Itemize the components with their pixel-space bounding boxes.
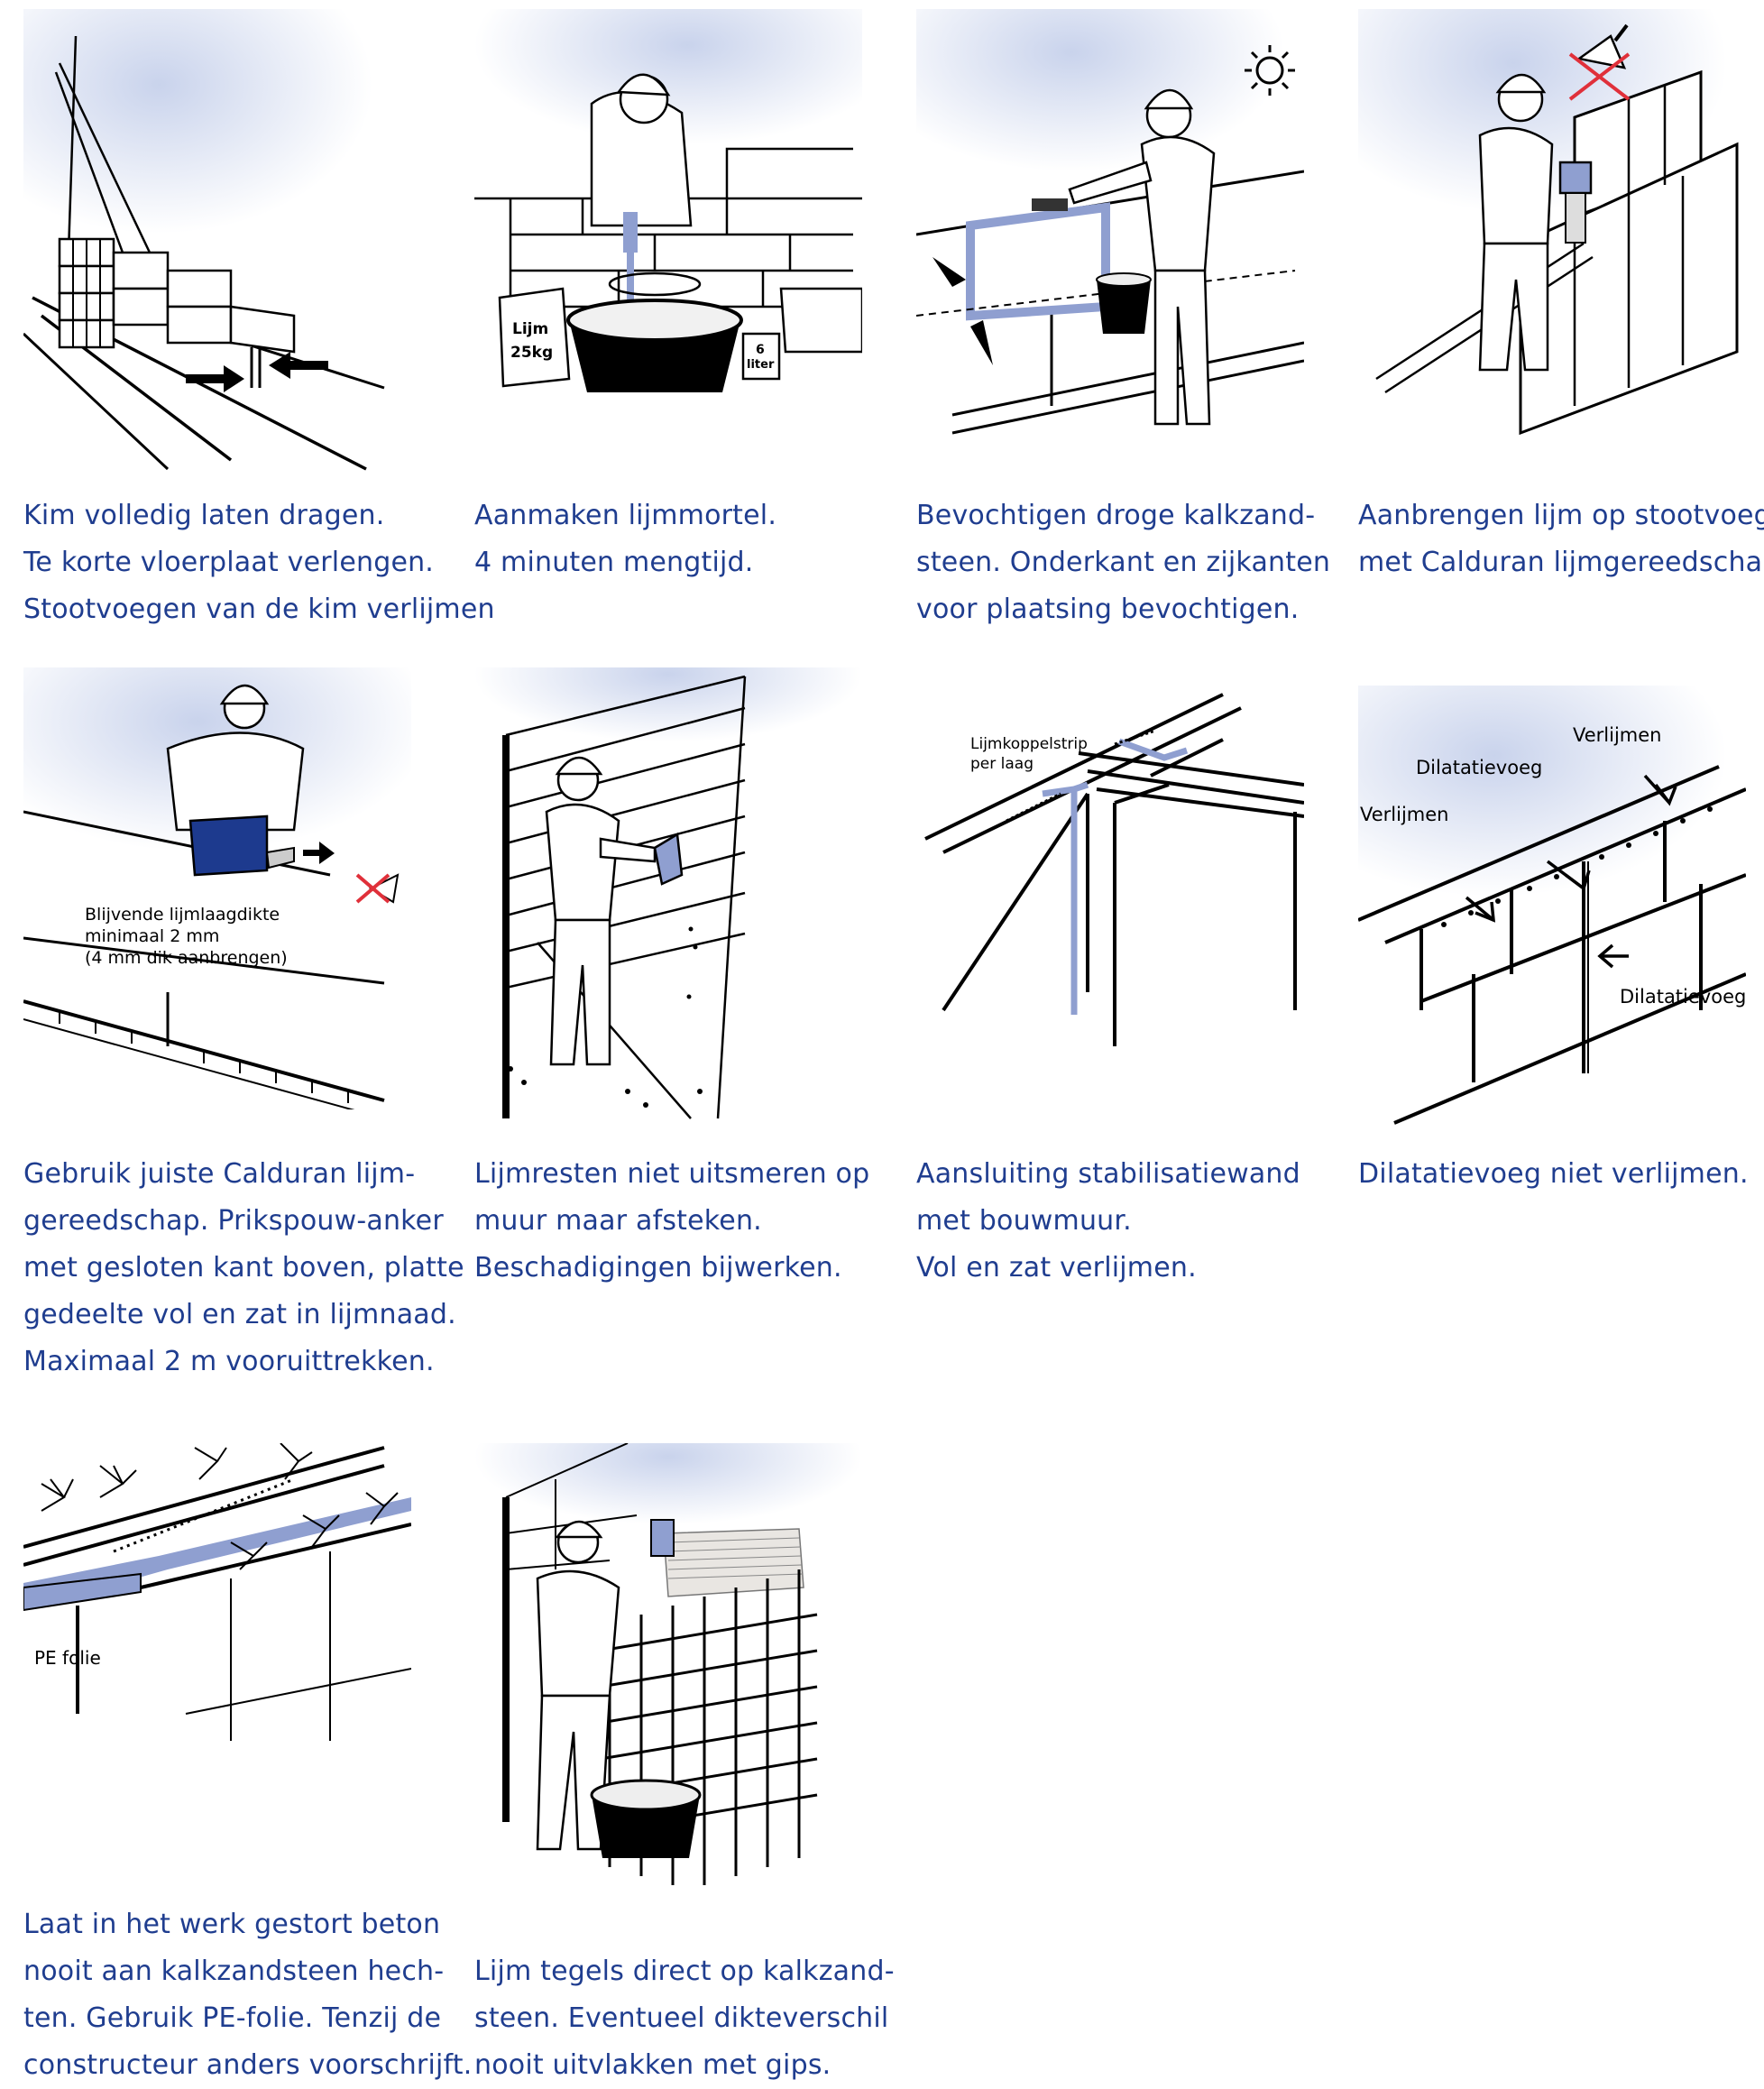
caption-line: nooit aan kalkzandsteen hech- — [23, 1956, 445, 1987]
sun-icon — [1245, 45, 1295, 96]
caption-tegels: Lijm tegels direct op kalkzand- steen. E… — [474, 1948, 895, 2089]
caption-lijmgereedschap: Gebruik juiste Calduran lijm- gereedscha… — [23, 1151, 464, 1385]
caption-bevochtigen: Bevochtigen droge kalkzand- steen. Onder… — [916, 492, 1330, 633]
caption-line: met gesloten kant boven, platte — [23, 1252, 464, 1284]
caption-line: Laat in het werk gestort beton — [23, 1909, 441, 1940]
caption-line: muur maar afsteken. — [474, 1205, 762, 1237]
caption-line: Bevochtigen droge kalkzand- — [916, 500, 1316, 531]
caption-line: Maximaal 2 m vooruittrekken. — [23, 1346, 435, 1377]
illustration-stootvoeg — [1358, 9, 1746, 451]
crossed-trowel-icon — [1568, 23, 1631, 101]
caption-lijmresten: Lijmresten niet uitsmeren op muur maar a… — [474, 1151, 869, 1292]
pe-folie-label: PE folie — [34, 1647, 101, 1669]
caption-dilatatie: Dilatatievoeg niet verlijmen. — [1358, 1151, 1749, 1198]
caption-line: voor plaatsing bevochtigen. — [916, 594, 1300, 625]
caption-line: met Calduran lijmgereedschap. — [1358, 547, 1764, 578]
caption-line: gedeelte vol en zat in lijmnaad. — [23, 1299, 456, 1330]
verlijmen-label-left: Verlijmen — [1360, 804, 1448, 825]
caption-line: steen. Onderkant en zijkanten — [916, 547, 1331, 578]
caption-lijmmortel: Aanmaken lijmmortel. 4 minuten mengtijd. — [474, 492, 776, 586]
caption-line: Te korte vloerplaat verlengen. — [23, 547, 435, 578]
caption-line: Dilatatievoeg niet verlijmen. — [1358, 1158, 1749, 1190]
bag-weight-label: 25kg — [510, 344, 553, 362]
verlijmen-label-top: Verlijmen — [1573, 724, 1661, 746]
caption-line: gereedschap. Prikspouw-anker — [23, 1205, 444, 1237]
caption-line: Aanmaken lijmmortel. — [474, 500, 777, 531]
caption-stootvoeg: Aanbrengen lijm op stootvoeg met Caldura… — [1358, 492, 1764, 586]
lijmkoppelstrip-label-2: per laag — [970, 755, 1034, 773]
illustration-lijmmortel: Lijm 25kg 6 liter — [474, 9, 862, 406]
lijmlaag-label-1: Blijvende lijmlaagdikte — [85, 905, 280, 925]
illustration-bevochtigen — [916, 9, 1304, 451]
caption-line: met bouwmuur. — [916, 1205, 1132, 1237]
caption-line: Aansluiting stabilisatiewand — [916, 1158, 1300, 1190]
can-number-label: 6 — [756, 343, 765, 357]
caption-line: nooit uitvlakken met gips. — [474, 2049, 831, 2081]
illustration-tegels — [474, 1443, 862, 1894]
illustration-aansluiting: Lijmkoppelstrip per laag — [916, 676, 1304, 1073]
caption-line: ten. Gebruik PE-folie. Tenzij de — [23, 2002, 442, 2034]
caption-line: Aanbrengen lijm op stootvoeg — [1358, 500, 1764, 531]
caption-beton: Laat in het werk gestort beton nooit aan… — [23, 1901, 472, 2089]
illustration-lijmgereedschap: Blijvende lijmlaagdikte minimaal 2 mm (4… — [23, 667, 411, 1109]
bag-label: Lijm — [512, 320, 548, 338]
illustration-dilatatie: Verlijmen Dilatatievoeg Verlijmen Dilata… — [1358, 686, 1746, 1127]
illustration-lijmresten — [474, 667, 862, 1127]
illustration-beton: PE folie — [23, 1443, 411, 1741]
caption-kim: Kim volledig laten dragen. Te korte vloe… — [23, 492, 495, 633]
caption-line: Stootvoegen van de kim verlijmen — [23, 594, 495, 625]
caption-line: Lijmresten niet uitsmeren op — [474, 1158, 870, 1190]
caption-line: constructeur anders voorschrijft. — [23, 2049, 473, 2081]
illustration-kim — [23, 9, 411, 478]
can-unit-label: liter — [747, 358, 775, 372]
caption-aansluiting: Aansluiting stabilisatiewand met bouwmuu… — [916, 1151, 1300, 1292]
caption-line: Beschadigingen bijwerken. — [474, 1252, 842, 1284]
caption-line: 4 minuten mengtijd. — [474, 547, 754, 578]
caption-line: Kim volledig laten dragen. — [23, 500, 385, 531]
caption-line: steen. Eventueel dikteverschil — [474, 2002, 889, 2034]
caption-line: Vol en zat verlijmen. — [916, 1252, 1197, 1284]
caption-line: Lijm tegels direct op kalkzand- — [474, 1956, 895, 1987]
dilatatievoeg-label-top: Dilatatievoeg — [1416, 757, 1542, 778]
lijmlaag-label-2: minimaal 2 mm — [85, 926, 219, 946]
lijmkoppelstrip-label-1: Lijmkoppelstrip — [970, 735, 1088, 753]
crossed-trowel-icon — [355, 873, 400, 904]
dilatatievoeg-label-right: Dilatatievoeg — [1620, 986, 1746, 1008]
lijmlaag-label-3: (4 mm dik aanbrengen) — [85, 948, 288, 968]
caption-line: Gebruik juiste Calduran lijm- — [23, 1158, 416, 1190]
